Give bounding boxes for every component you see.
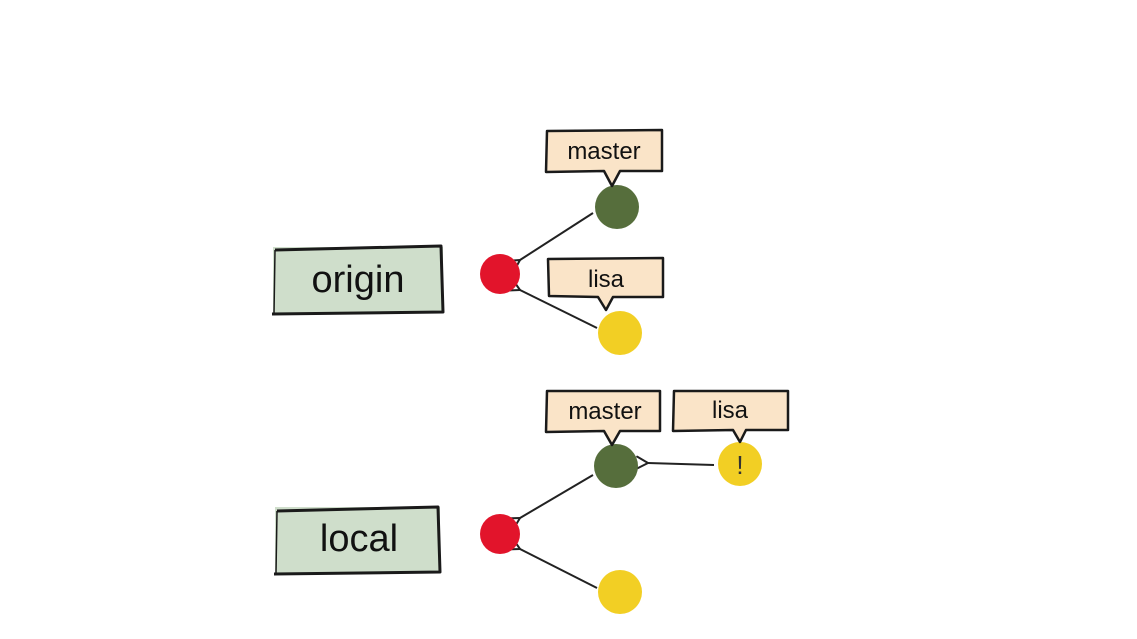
origin-base-commit (480, 254, 520, 294)
local-repo-box: local (273, 505, 442, 576)
origin-master-tag-label: master (567, 138, 640, 165)
local-new-lisa-to-master-arrow (635, 455, 715, 470)
origin-repo-box: origin (271, 244, 445, 316)
local-lisa-to-base-arrow (506, 537, 598, 589)
local-master-commit (594, 444, 638, 488)
origin-lisa-tag: lisa (546, 256, 665, 312)
local-master-tag: master (544, 389, 662, 447)
local-lisa-tag-label: lisa (712, 397, 749, 424)
origin-lisa-commit (598, 311, 642, 355)
origin-repo-label: origin (312, 259, 405, 301)
origin-master-to-base-arrow (506, 212, 594, 272)
origin-lisa-tag-label: lisa (588, 266, 625, 293)
local-lisa-new-commit (718, 442, 762, 486)
origin-master-tag: master (544, 128, 664, 188)
local-section: local ! master lisa (273, 389, 790, 614)
local-master-tag-label: master (568, 398, 641, 425)
local-repo-label: local (320, 518, 398, 560)
origin-master-commit (595, 185, 639, 229)
origin-section: origin master lisa (271, 128, 665, 355)
local-lisa-old-commit (598, 570, 642, 614)
origin-lisa-to-base-arrow (506, 278, 598, 329)
local-master-to-base-arrow (506, 474, 594, 530)
local-base-commit (480, 514, 520, 554)
local-lisa-warning-mark: ! (736, 450, 743, 480)
local-lisa-tag: lisa (671, 389, 790, 444)
